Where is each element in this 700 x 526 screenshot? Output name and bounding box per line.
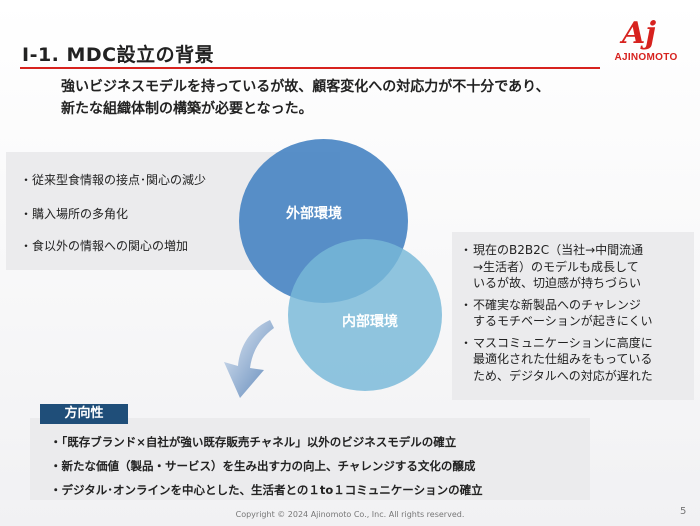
logo-mark: Aj bbox=[622, 16, 657, 51]
direction-panel bbox=[30, 418, 590, 500]
direction-tag: 方向性 bbox=[40, 404, 128, 424]
internal-item-line: マスコミュニケーションに高度に bbox=[473, 335, 653, 350]
external-item: ・食以外の情報への関心の増加 bbox=[20, 239, 189, 253]
external-item: ・購入場所の多角化 bbox=[20, 207, 129, 221]
subtitle-line-1: 強いビジネスモデルを持っているが故、顧客変化への対応力が不十分であり、 bbox=[61, 79, 550, 95]
internal-item-line: 最適化された仕組みをもっている bbox=[473, 352, 653, 366]
external-item: ・従来型食情報の接点･関心の減少 bbox=[20, 173, 207, 187]
title-divider bbox=[20, 67, 600, 69]
direction-item: ・デジタル･オンラインを中心とした、生活者との１to１コミュニケーションの確立 bbox=[50, 483, 483, 497]
slide-title: Ⅰ-1. MDC設立の背景 bbox=[22, 44, 215, 66]
internal-environment-circle bbox=[288, 239, 442, 391]
internal-item-line: →生活者）のモデルも成長して bbox=[473, 259, 639, 274]
bullet: ・ bbox=[460, 243, 473, 257]
internal-factors-panel bbox=[452, 232, 694, 400]
external-environment-label: 外部環境 bbox=[286, 206, 342, 222]
internal-item-line: 現在のB2B2C（当社→中間流通 bbox=[473, 243, 644, 257]
internal-factors-list: ・ 現在のB2B2C（当社→中間流通 →生活者）のモデルも成長して いるが故、切… bbox=[460, 242, 692, 389]
internal-item-line: するモチベーションが起きにくい bbox=[473, 314, 653, 328]
subtitle: 強いビジネスモデルを持っているが故、顧客変化への対応力が不十分であり、 新たな組… bbox=[61, 76, 550, 120]
internal-item: ・ 不確実な新製品へのチャレンジ するモチベーションが起きにくい bbox=[460, 297, 692, 330]
ajinomoto-logo: Aj AJINOMOTO bbox=[606, 18, 686, 68]
internal-environment-label: 内部環境 bbox=[342, 314, 398, 330]
internal-item-line: 不確実な新製品へのチャレンジ bbox=[473, 297, 641, 312]
internal-item: ・ 現在のB2B2C（当社→中間流通 →生活者）のモデルも成長して いるが故、切… bbox=[460, 242, 692, 292]
page-number: 5 bbox=[680, 506, 687, 517]
logo-text: AJINOMOTO bbox=[614, 52, 678, 63]
bullet: ・ bbox=[460, 297, 473, 312]
direction-item: ・新たな価値（製品・サービス）を生み出す力の向上、チャレンジする文化の醸成 bbox=[50, 459, 476, 473]
bullet: ・ bbox=[460, 335, 473, 350]
direction-item: ・「既存ブランド×自社が強い既存販売チャネル」以外のビジネスモデルの確立 bbox=[50, 435, 457, 449]
internal-item-line: いるが故、切迫感が持ちづらい bbox=[473, 276, 642, 290]
copyright-footer: Copyright © 2024 Ajinomoto Co., Inc. All… bbox=[235, 510, 465, 519]
subtitle-line-2: 新たな組織体制の構築が必要となった。 bbox=[61, 101, 313, 117]
internal-item-line: ため、デジタルへの対応が遅れた bbox=[473, 368, 653, 383]
internal-item: ・ マスコミュニケーションに高度に 最適化された仕組みをもっている ため、デジタ… bbox=[460, 335, 692, 385]
down-arrow-icon bbox=[224, 320, 274, 398]
